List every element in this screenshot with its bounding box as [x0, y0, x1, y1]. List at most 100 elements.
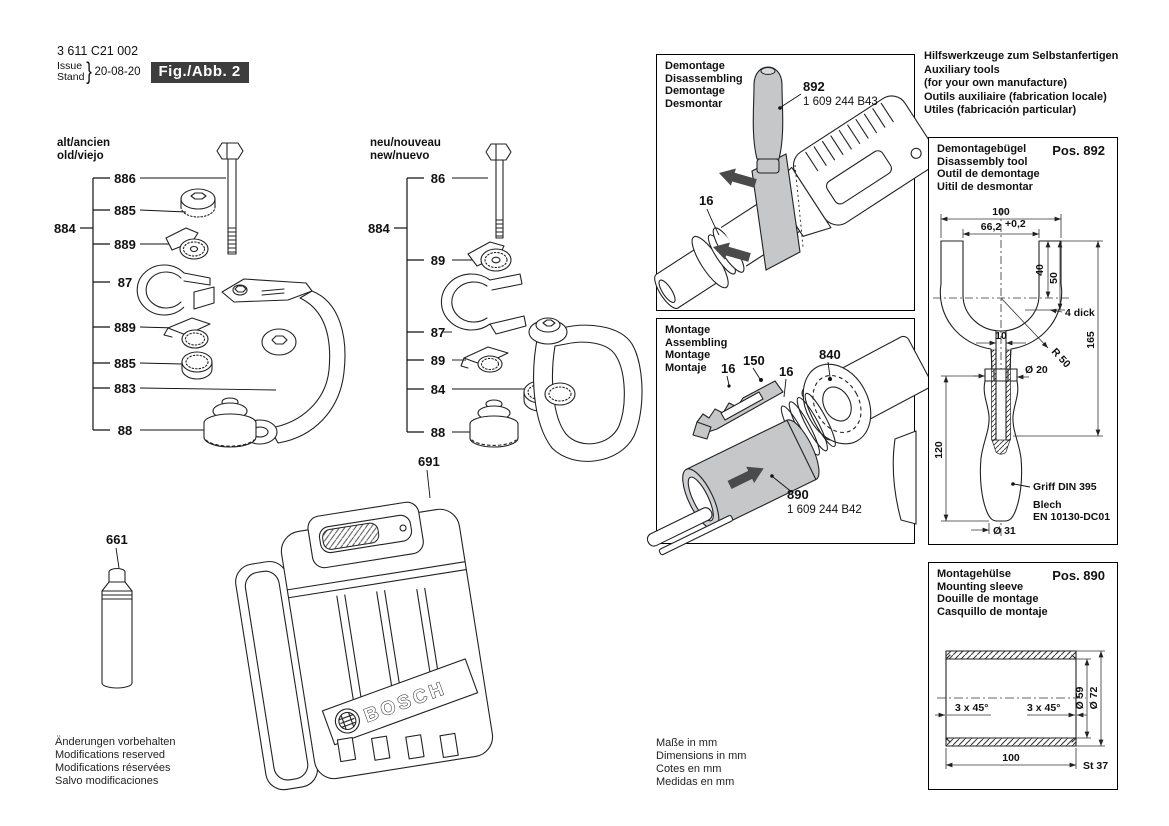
part-label-89a: 89 — [431, 253, 445, 268]
brace-glyph: } — [86, 58, 93, 85]
grease-tube-drawing: 661 — [101, 532, 133, 689]
part-label-884: 884 — [54, 221, 76, 236]
new-bolt-drawing — [485, 143, 512, 239]
tool-892-name-es: Uitil de desmontar — [937, 180, 1033, 193]
montage-title-fr: Montage — [665, 349, 711, 361]
new-title-line2: new/nuevo — [370, 150, 430, 162]
note-griff: Griff DIN 395 — [1033, 481, 1097, 493]
sleeve-890-panel: Montagehülse Mounting sleeve Douille de … — [928, 562, 1118, 790]
issue-label: Issue — [57, 60, 83, 72]
sleeve-890-name-es: Casquillo de montaje — [937, 605, 1048, 618]
old-wedge-889b-drawing — [163, 317, 211, 349]
modifications-note-de: Änderungen vorbehalten — [55, 736, 176, 748]
tool-892-technical-drawing: 100 66,2 +0,2 40 50 165 10 R 50 4 dick — [933, 206, 1110, 537]
aux-tools-line2: Auxiliary tools — [924, 63, 1000, 76]
new-title-line1: neu/nouveau — [370, 137, 441, 149]
tool-892-pos: Pos. 892 — [1052, 143, 1105, 158]
sleeve-890-names: Montagehülse Mounting sleeve Douille de … — [937, 568, 1048, 618]
tool-892-names: Demontagebügel Disassembly tool Outil de… — [937, 143, 1040, 193]
dim-o59: Ø 59 — [1074, 686, 1086, 709]
tool-892-name-de: Demontagebügel — [937, 143, 1027, 155]
aux-tools-line3: (for your own manufacture) — [924, 77, 1068, 89]
sleeve-890-name-en: Mounting sleeve — [937, 580, 1024, 593]
dim-4-dick: 4 dick — [1065, 307, 1095, 319]
modifications-note-en: Modifications reserved — [55, 749, 166, 761]
montage-title: Montage Assembling Montage Montaje — [665, 324, 727, 374]
new-knob-88-drawing — [469, 399, 519, 448]
tool-892-name-en: Disassembly tool — [937, 155, 1028, 168]
part-label-87-new: 87 — [431, 325, 445, 340]
montage-panel: Montage Assembling Montage Montaje — [646, 318, 932, 556]
document-number: 3 611 C21 002 — [57, 44, 139, 58]
note-sheet-standard: EN 10130-DC01 — [1033, 511, 1110, 523]
removal-arrow-lower-icon — [713, 242, 751, 262]
aux-tools-line1: Hilfswerkzeuge zum Selbstanfertigen — [924, 50, 1119, 62]
case-latches — [336, 732, 459, 763]
units-note-es: Medidas en mm — [656, 776, 735, 788]
material-st37: St 37 — [1083, 760, 1108, 772]
new-clamp-87-drawing — [440, 273, 527, 335]
old-title-line1: alt/ancien — [57, 137, 111, 149]
units-note-de: Maße in mm — [656, 737, 718, 749]
demontage-title-fr: Demontage — [665, 85, 725, 97]
latch-plate-150-drawing — [692, 380, 784, 440]
montage-drawing: 16 150 16 840 890 1 609 244 B42 — [646, 335, 932, 556]
new-wedge-89a-drawing — [467, 241, 512, 272]
units-note-en: Dimensions in mm — [656, 750, 747, 762]
callout-890: 890 — [787, 487, 809, 502]
old-handle-883-drawing — [221, 278, 346, 445]
new-assembly-exploded-drawing: 884 86 89 87 89 84 88 — [368, 143, 643, 462]
old-clamp-87-drawing — [136, 264, 215, 316]
tool-892-name-fr: Outil de demontage — [937, 168, 1040, 180]
units-note-fr: Cotes en mm — [656, 763, 722, 775]
old-wedge-889a-drawing — [165, 227, 209, 260]
part-label-88: 88 — [118, 423, 132, 438]
dim-165: 165 — [1085, 331, 1097, 349]
bosch-logo-band: BOSCH — [321, 658, 479, 746]
montage-title-en: Assembling — [665, 336, 728, 349]
demontage-title-en: Disassembling — [665, 72, 743, 85]
aux-tools-header: Hilfswerkzeuge zum Selbstanfertigen Auxi… — [924, 50, 1118, 118]
dim-o20: Ø 20 — [1025, 364, 1048, 376]
old-bolt-drawing — [216, 142, 244, 255]
new-assembly-leaders — [442, 177, 526, 433]
part-label-889a: 889 — [114, 237, 136, 252]
dim-o72: Ø 72 — [1088, 686, 1100, 709]
new-handle-drawing — [528, 317, 643, 462]
callout-840: 840 — [819, 347, 841, 362]
dim-40: 40 — [1034, 264, 1046, 276]
old-knob-88-drawing — [203, 397, 257, 448]
demontage-title-es: Desmontar — [665, 97, 723, 110]
tool-bit-drawing — [646, 507, 734, 556]
part-label-88-new: 88 — [431, 425, 445, 440]
dim-100: 100 — [992, 206, 1010, 218]
aux-tools-line4: Outils auxiliaire (fabrication locale) — [924, 90, 1107, 103]
dim-r50: R 50 — [1049, 346, 1073, 371]
part-label-87: 87 — [118, 275, 132, 290]
sleeve-890-pos: Pos. 890 — [1052, 568, 1105, 583]
modifications-note: Änderungen vorbehalten Modifications res… — [55, 736, 175, 788]
old-title-line2: old/viejo — [57, 150, 104, 162]
modifications-note-fr: Modifications réservées — [55, 762, 171, 774]
note-blech: Blech — [1033, 499, 1062, 511]
dim-chamfer-right: 3 x 45° — [1027, 702, 1060, 714]
stand-label: Stand — [57, 71, 85, 83]
callout-892: 892 — [803, 79, 825, 94]
claw-assembly-840-drawing — [802, 363, 872, 445]
demontage-panel: Demontage Disassembling Demontage Desmon… — [654, 54, 937, 311]
old-assembly-exploded-drawing: 884 886 885 889 87 889 885 883 88 — [54, 142, 346, 448]
part-label-691: 691 — [418, 454, 440, 469]
callout-16a: 16 — [721, 361, 735, 376]
tool-892-panel: Demontagebügel Disassembly tool Outil de… — [928, 137, 1118, 545]
new-wedge-89b-drawing — [460, 346, 509, 373]
tool-handle-drawing — [752, 66, 784, 174]
old-assembly-title: alt/ancien old/viejo — [57, 137, 110, 163]
demontage-title: Demontage Disassembling Demontage Desmon… — [665, 60, 743, 110]
callout-892-order-no: 1 609 244 B43 — [803, 96, 878, 108]
montage-title-es: Montaje — [665, 361, 707, 374]
new-assembly-bracket — [394, 177, 424, 433]
old-assembly-bracket — [80, 177, 110, 431]
dim-o31: Ø 31 — [993, 525, 1016, 537]
part-label-889b: 889 — [114, 320, 136, 335]
part-label-661: 661 — [106, 532, 128, 547]
